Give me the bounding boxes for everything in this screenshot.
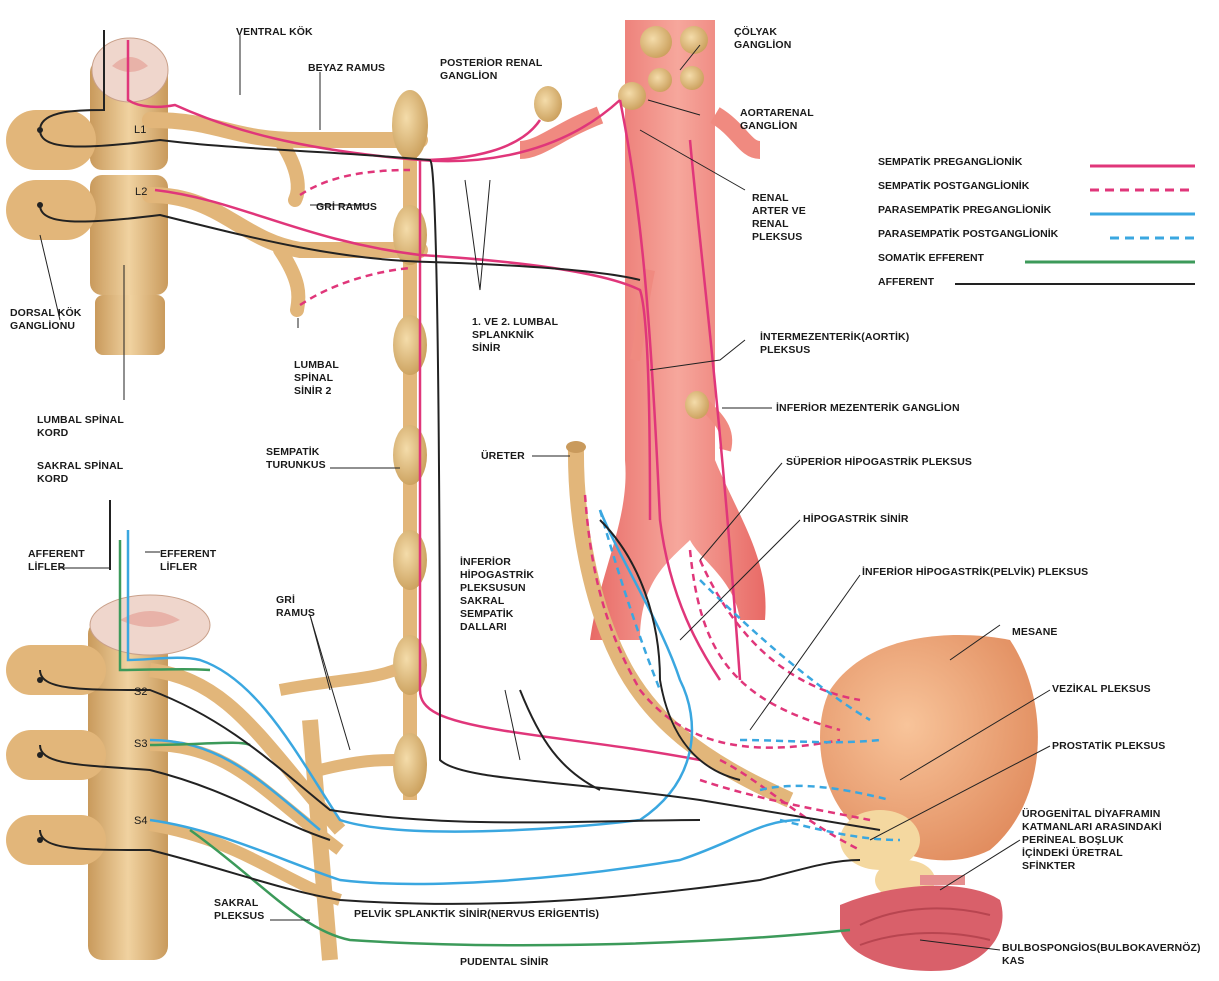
label-bulbospongios-kas: BULBOSPONGİOS(BULBOKAVERNÖZ) KAS bbox=[1002, 942, 1201, 968]
label-mesane: MESANE bbox=[1012, 626, 1058, 639]
label-s3: S3 bbox=[134, 738, 148, 751]
lumbar-nerve-roots bbox=[150, 120, 420, 310]
label-sempatik-turunkus: SEMPATİK TURUNKUS bbox=[266, 446, 326, 472]
label-s2: S2 bbox=[134, 686, 148, 699]
label-s4: S4 bbox=[134, 815, 148, 828]
label-l1: L1 bbox=[134, 124, 146, 137]
label-aortarenal-ganglion: AORTARENAL GANGLİON bbox=[740, 107, 814, 133]
label-vezikal-pleksus: VEZİKAL PLEKSUS bbox=[1052, 683, 1151, 696]
label-beyaz-ramus: BEYAZ RAMUS bbox=[308, 62, 385, 75]
legend: SEMPATİK PREGANGLİONİK SEMPATİK POSTGANG… bbox=[878, 152, 1198, 296]
legend-item: PARASEMPATİK PREGANGLİONİK bbox=[878, 200, 1198, 224]
legend-label: SEMPATİK POSTGANGLİONİK bbox=[878, 180, 1029, 192]
label-afferent-lifler: AFFERENT LİFLER bbox=[28, 548, 85, 574]
legend-label: AFFERENT bbox=[878, 276, 934, 288]
bladder bbox=[820, 635, 1038, 971]
legend-item: SOMATİK EFFERENT bbox=[878, 248, 1198, 272]
label-superior-hipogastrik-pleksus: SÜPERİOR HİPOGASTRİK PLEKSUS bbox=[786, 456, 972, 469]
label-gri-ramus-top: GRİ RAMUS bbox=[316, 201, 377, 214]
label-ureter: ÜRETER bbox=[481, 450, 525, 463]
label-sakral-pleksus: SAKRAL PLEKSUS bbox=[214, 897, 264, 923]
legend-label: PARASEMPATİK POSTGANGLİONİK bbox=[878, 228, 1058, 240]
legend-item: PARASEMPATİK POSTGANGLİONİK bbox=[878, 224, 1198, 248]
label-prostatik-pleksus: PROSTATİK PLEKSUS bbox=[1052, 740, 1165, 753]
label-urogenital-diyafram-sfinkter: ÜROGENİTAL DİYAFRAMIN KATMANLARI ARASIND… bbox=[1022, 808, 1162, 873]
legend-item: SEMPATİK PREGANGLİONİK bbox=[878, 152, 1198, 176]
label-l2: L2 bbox=[135, 186, 147, 199]
label-lumbal-spinal-kord: LUMBAL SPİNAL KORD bbox=[37, 414, 124, 440]
label-colyak-ganglion: ÇÖLYAK GANGLİON bbox=[734, 26, 791, 52]
label-intermezenterik-pleksus: İNTERMEZENTERİK(AORTİK) PLEKSUS bbox=[760, 331, 909, 357]
label-inferior-hipogastrik-sakral-dallari: İNFERİOR HİPOGASTRİK PLEKSUSUN SAKRAL SE… bbox=[460, 556, 534, 634]
label-lumbal-spinal-sinir-2: LUMBAL SPİNAL SİNİR 2 bbox=[294, 359, 339, 398]
label-hipogastrik-sinir: HİPOGASTRİK SİNİR bbox=[803, 513, 909, 526]
legend-label: SOMATİK EFFERENT bbox=[878, 252, 984, 264]
label-dorsal-kok-ganglionu: DORSAL KÖK GANGLİONU bbox=[10, 307, 81, 333]
legend-label: PARASEMPATİK PREGANGLİONİK bbox=[878, 204, 1051, 216]
label-renal-arter-pleksus: RENAL ARTER VE RENAL PLEKSUS bbox=[752, 192, 806, 244]
label-gri-ramus-bottom: GRİ RAMUS bbox=[276, 594, 315, 620]
label-ventral-kok: VENTRAL KÖK bbox=[236, 26, 313, 39]
label-pelvik-splanknik-sinir: PELVİK SPLANKTİK SİNİR(NERVUS ERİGENTİS) bbox=[354, 908, 599, 921]
label-posterior-renal-ganglion: POSTERİOR RENAL GANGLİON bbox=[440, 57, 542, 83]
label-pudental-sinir: PUDENTAL SİNİR bbox=[460, 956, 549, 969]
legend-item: SEMPATİK POSTGANGLİONİK bbox=[878, 176, 1198, 200]
label-lumbal-splanknik-sinir: 1. VE 2. LUMBAL SPLANKNİK SİNİR bbox=[472, 316, 558, 355]
label-inferior-hipogastrik-pelvik-pleksus: İNFERİOR HİPOGASTRİK(PELVİK) PLEKSUS bbox=[862, 566, 1088, 579]
legend-item: AFFERENT bbox=[878, 272, 1198, 296]
label-sakral-spinal-kord: SAKRAL SPİNAL KORD bbox=[37, 460, 123, 486]
label-efferent-lifler: EFFERENT LİFLER bbox=[160, 548, 216, 574]
legend-label: SEMPATİK PREGANGLİONİK bbox=[878, 156, 1022, 168]
label-inferior-mezenterik-ganglion: İNFERİOR MEZENTERİK GANGLİON bbox=[776, 402, 960, 415]
